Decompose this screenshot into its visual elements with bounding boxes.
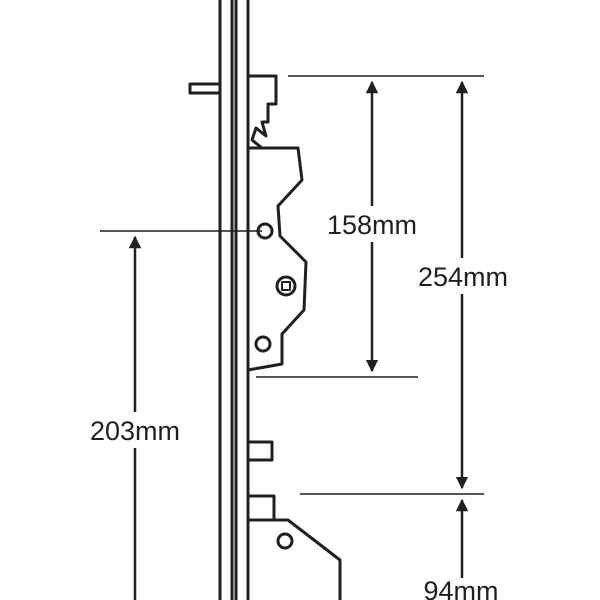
dim-label-94: 94mm [423,576,498,600]
top-latch [246,74,278,150]
upper-hook-housing [246,146,308,372]
dim-label-158: 158mm [327,210,417,240]
shoot-bolt-stub [188,82,222,95]
spindle-follower [275,275,297,297]
cam-hole-lower [254,335,272,353]
dim-label-254: 254mm [418,262,508,292]
faceplate-inner [234,0,250,600]
lower-cam-hole [276,532,294,550]
dim-label-203: 203mm [90,416,180,446]
spindle-square [281,281,291,291]
lower-hook-block [246,494,342,600]
latch-keep [246,440,274,462]
faceplate-outer [218,0,234,600]
